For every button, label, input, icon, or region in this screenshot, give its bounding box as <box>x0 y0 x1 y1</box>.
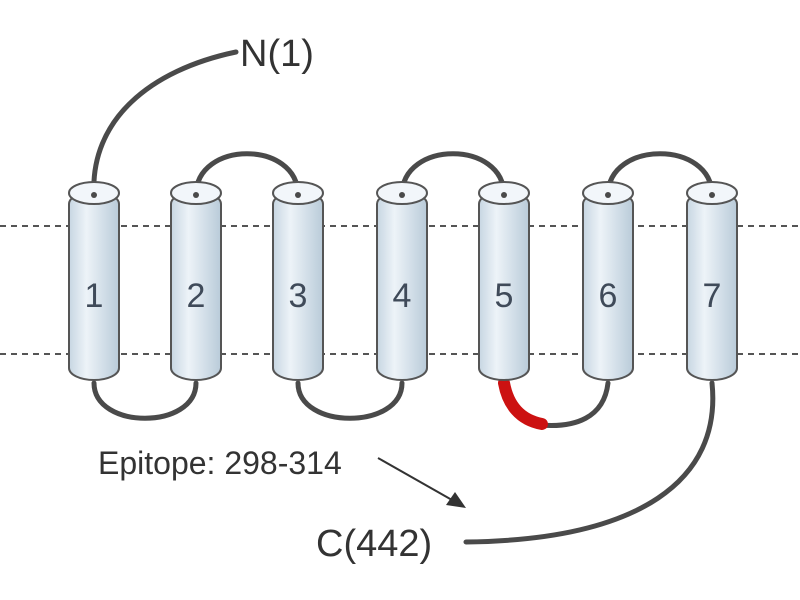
intracellular-loop-1 <box>91 380 199 421</box>
extracellular-loop-2 <box>399 151 507 198</box>
epitope-label: Epitope: 298-314 <box>98 445 342 481</box>
helix-7: 7 <box>686 181 738 381</box>
epitope-segment <box>498 377 548 430</box>
loops <box>91 49 716 545</box>
n-terminal-tail <box>91 49 239 198</box>
extracellular-loop-1 <box>193 151 301 198</box>
n-terminus-label: N(1) <box>240 33 314 75</box>
helix-label-6: 6 <box>599 277 618 315</box>
loop-anchors <box>91 192 715 198</box>
c-terminus-label: C(442) <box>316 523 432 565</box>
helix-1: 1 <box>68 181 120 381</box>
helix-5: 5 <box>478 181 530 381</box>
helix-6: 6 <box>582 181 634 381</box>
helix-label-2: 2 <box>187 277 206 315</box>
helix-label-4: 4 <box>393 277 412 315</box>
epitope-arrow-line <box>377 457 453 501</box>
helix-4: 4 <box>376 181 428 381</box>
extracellular-loop-3 <box>605 151 715 198</box>
intracellular-loop-2 <box>295 380 405 421</box>
helix-2: 2 <box>170 181 222 381</box>
epitope-arrow-head <box>446 492 466 508</box>
helix-3: 3 <box>272 181 324 381</box>
helix-label-7: 7 <box>703 277 722 315</box>
helix-label-1: 1 <box>85 277 104 315</box>
intracellular-loop-3 <box>537 380 611 428</box>
helix-label-3: 3 <box>289 277 308 315</box>
helices: 1 2 3 4 5 6 7 <box>68 181 738 381</box>
helix-label-5: 5 <box>495 277 514 315</box>
c-terminal-tail <box>463 380 716 545</box>
